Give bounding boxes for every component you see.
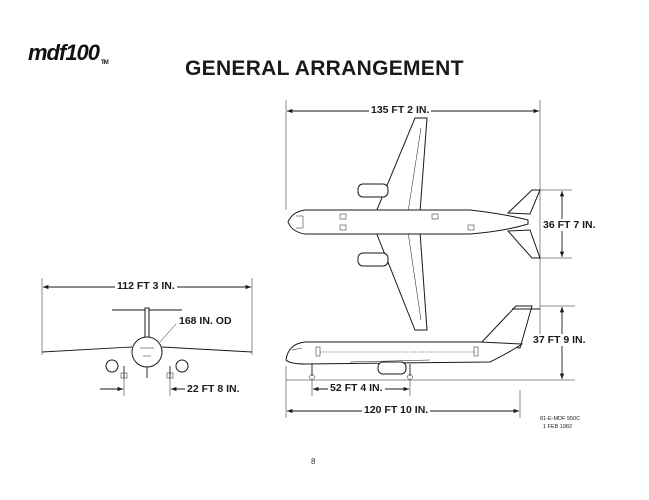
front-fuselage	[131, 336, 163, 368]
gear-track-label: 22 FT 8 IN.	[185, 383, 242, 395]
side-view	[285, 305, 575, 418]
wheelbase-label: 52 FT 4 IN.	[328, 382, 385, 394]
page-number: 8	[311, 457, 316, 466]
document-date: 1 FEB 1982	[543, 424, 573, 430]
fuselage-od-label: 168 IN. OD	[177, 315, 234, 327]
document-code: 81-E-MDF 950C	[540, 416, 581, 422]
plan-door-3	[431, 213, 439, 220]
wingspan-label: 135 FT 2 IN.	[369, 104, 432, 116]
front-view	[41, 278, 253, 396]
plan-engine-lower	[357, 252, 389, 267]
side-nose-wheel	[309, 374, 315, 380]
front-landing-gear	[123, 366, 171, 378]
plan-fuselage	[287, 209, 529, 235]
logo-trademark: TM	[101, 60, 109, 66]
side-main-wheel	[407, 374, 413, 380]
side-engine	[377, 361, 407, 375]
front-wings	[41, 346, 253, 353]
plan-cockpit	[296, 215, 304, 229]
side-door-rear	[473, 346, 479, 357]
plan-view	[285, 100, 572, 335]
plan-h-tail-lower	[506, 229, 541, 259]
od-leader-line	[159, 323, 177, 343]
side-landing-gear	[311, 364, 411, 376]
front-engine-right	[175, 359, 189, 373]
front-v-tail	[144, 307, 150, 339]
tail-span-label: 36 FT 7 IN.	[541, 219, 598, 231]
side-windshield	[291, 347, 303, 351]
side-tail-fin	[478, 305, 533, 349]
front-engine-left	[105, 359, 119, 373]
plan-wing-lower	[375, 231, 428, 331]
side-door-front	[315, 346, 321, 357]
front-windshield	[140, 347, 154, 357]
height-label: 37 FT 9 IN.	[531, 334, 588, 346]
page-title: GENERAL ARRANGEMENT	[185, 57, 464, 80]
plan-flap-lines	[407, 127, 422, 321]
length-label: 120 FT 10 IN.	[362, 404, 431, 416]
plan-door-1	[339, 213, 347, 220]
plan-door-2	[339, 224, 347, 231]
front-span-label: 112 FT 3 IN.	[115, 280, 177, 292]
plan-door-4	[467, 224, 475, 231]
side-fuselage	[285, 341, 524, 365]
plan-wing-upper	[375, 117, 428, 213]
side-wing-root	[349, 359, 431, 363]
plan-h-tail-upper	[506, 189, 541, 215]
plan-engine-upper	[357, 183, 389, 198]
